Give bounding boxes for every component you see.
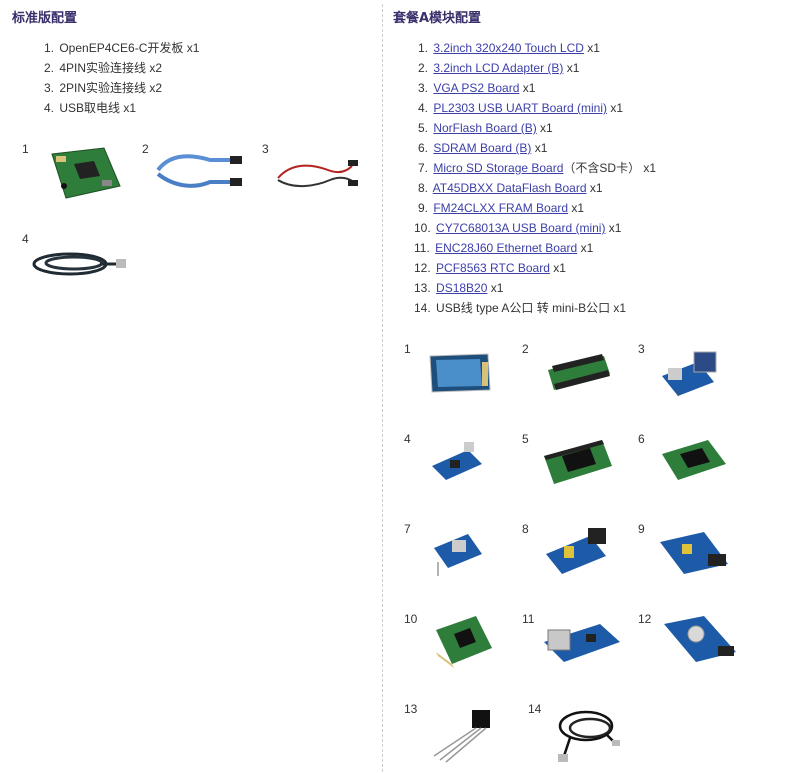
list-item: 1. OpenEP4CE6-C开发板 x1 <box>43 41 200 55</box>
module-image-12: 12 <box>638 612 748 672</box>
standard-image-2: 2 <box>142 142 252 202</box>
module-image-8: 8 <box>522 522 632 582</box>
lcd-adapter-icon <box>548 354 610 390</box>
module-link[interactable]: FM24CLXX FRAM Board <box>433 201 569 215</box>
module-image-14: 14 <box>528 702 638 768</box>
list-item: 7. Micro SD Storage Board（不含SD卡） x1 <box>417 161 657 175</box>
fpga-board-icon <box>51 147 121 199</box>
list-item: 4. USB取电线 x1 <box>43 101 137 115</box>
standard-image-1: 1 <box>22 142 132 212</box>
list-item: 10. CY7C68013A USB Board (mini) x1 <box>414 221 622 235</box>
package-a-title: 套餐A模块配置 <box>393 11 482 26</box>
package-a-list: 1. 3.2inch 320x240 Touch LCD x1 2. 3.2in… <box>414 38 656 318</box>
module-link[interactable]: NorFlash Board (B) <box>433 121 537 135</box>
standard-config-list: 1. OpenEP4CE6-C开发板 x1 2. 4PIN实验连接线 x2 3.… <box>40 38 199 118</box>
module-image-13: 13 <box>404 702 514 768</box>
usb-power-cable-icon <box>32 252 126 276</box>
list-item: 6. SDRAM Board (B) x1 <box>417 141 548 155</box>
module-image-3: 3 <box>638 342 748 402</box>
module-image-1: 1 <box>404 342 514 402</box>
module-link[interactable]: Micro SD Storage Board <box>433 161 564 175</box>
ethernet-board-icon <box>544 624 620 662</box>
usb-board-icon <box>436 616 492 668</box>
module-link[interactable]: CY7C68013A USB Board (mini) <box>436 221 606 235</box>
list-item: 3. 2PIN实验连接线 x2 <box>43 81 163 95</box>
ds18b20-sensor-icon <box>433 710 490 763</box>
module-link[interactable]: AT45DBXX DataFlash Board <box>432 181 587 195</box>
module-image-7: 7 <box>404 522 514 582</box>
module-link[interactable]: DS18B20 <box>436 281 488 295</box>
list-item: 1. 3.2inch 320x240 Touch LCD x1 <box>417 41 600 55</box>
module-image-10: 10 <box>404 612 514 672</box>
module-image-6: 6 <box>638 432 748 492</box>
module-link[interactable]: 3.2inch LCD Adapter (B) <box>433 61 564 75</box>
list-item: 3. VGA PS2 Board x1 <box>417 81 536 95</box>
rtc-board-icon <box>664 616 736 662</box>
list-item: 2. 4PIN实验连接线 x2 <box>43 61 163 75</box>
module-link[interactable]: ENC28J60 Ethernet Board <box>435 241 578 255</box>
fram-board-icon <box>660 532 728 574</box>
list-item: 4. PL2303 USB UART Board (mini) x1 <box>417 101 623 115</box>
module-image-5: 5 <box>522 432 632 492</box>
list-item: 9. FM24CLXX FRAM Board x1 <box>417 201 585 215</box>
micro-sd-board-icon <box>434 534 482 576</box>
module-image-2: 2 <box>522 342 632 402</box>
4pin-cable-icon <box>156 154 242 188</box>
module-link[interactable]: VGA PS2 Board <box>433 81 520 95</box>
module-link[interactable]: PCF8563 RTC Board <box>436 261 550 275</box>
usb-mini-cable-icon <box>558 710 620 762</box>
list-item: 12. PCF8563 RTC Board x1 <box>414 261 566 275</box>
module-link[interactable]: PL2303 USB UART Board (mini) <box>433 101 607 115</box>
list-item: 5. NorFlash Board (B) x1 <box>417 121 553 135</box>
standard-image-4: 4 <box>22 232 132 292</box>
list-item: 14. USB线 type A公口 转 mini-B公口 x1 <box>414 301 627 315</box>
module-image-11: 11 <box>522 612 632 672</box>
standard-config-title: 标准版配置 <box>12 11 78 26</box>
module-image-4: 4 <box>404 432 514 492</box>
norflash-board-icon <box>544 440 612 484</box>
standard-image-3: 3 <box>262 142 372 202</box>
dataflash-board-icon <box>546 528 606 574</box>
list-item: 2. 3.2inch LCD Adapter (B) x1 <box>417 61 580 75</box>
module-image-9: 9 <box>638 522 748 582</box>
touch-lcd-icon <box>429 353 491 393</box>
module-link[interactable]: SDRAM Board (B) <box>433 141 532 155</box>
list-item: 8. AT45DBXX DataFlash Board x1 <box>417 181 603 195</box>
vga-ps2-board-icon <box>662 351 717 396</box>
sdram-board-icon <box>662 440 726 480</box>
column-divider <box>382 4 383 772</box>
list-item: 13. DS18B20 x1 <box>414 281 504 295</box>
usb-uart-board-icon <box>432 442 482 480</box>
module-link[interactable]: 3.2inch 320x240 Touch LCD <box>433 41 584 55</box>
2pin-cable-icon <box>277 160 358 187</box>
list-item: 11. ENC28J60 Ethernet Board x1 <box>414 241 594 255</box>
